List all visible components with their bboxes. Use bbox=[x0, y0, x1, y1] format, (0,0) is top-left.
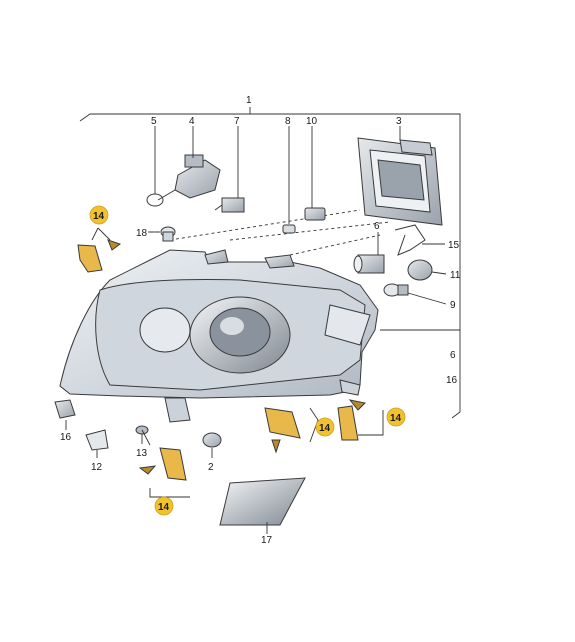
bracket-part-14-lower-left bbox=[138, 447, 187, 481]
badge-14-right-label: 14 bbox=[390, 413, 402, 424]
callout-5: 5 bbox=[151, 116, 157, 127]
socket-part-10 bbox=[304, 207, 326, 221]
callout-9: 9 bbox=[450, 300, 456, 311]
badge-14-right: 14 bbox=[386, 407, 406, 427]
badge-14-upper-left: 14 bbox=[89, 205, 109, 225]
clip-part-12 bbox=[85, 429, 109, 451]
callout-17: 17 bbox=[261, 535, 273, 546]
callout-18: 18 bbox=[136, 228, 148, 239]
callout-12: 12 bbox=[91, 462, 103, 473]
main-bulb-part-6 bbox=[353, 254, 385, 274]
cap-part-16 bbox=[54, 399, 76, 419]
callout-4: 4 bbox=[189, 116, 195, 127]
callout-7: 7 bbox=[234, 116, 240, 127]
screw-part-13 bbox=[135, 425, 151, 446]
badge-14-lower-left-label: 14 bbox=[158, 502, 170, 513]
badge-14-center-label: 14 bbox=[319, 423, 331, 434]
callout-15: 15 bbox=[448, 240, 460, 251]
seal-ring-part-5 bbox=[146, 193, 164, 207]
spring-clip-part-15 bbox=[394, 224, 426, 256]
grommet-part-2 bbox=[202, 432, 222, 448]
assembly-bracket-lines bbox=[79, 107, 461, 419]
badge-14-upper-left-label: 14 bbox=[93, 211, 105, 222]
actuator-part-4 bbox=[157, 154, 221, 201]
callout-8: 8 bbox=[285, 116, 291, 127]
bracket-part-14-right bbox=[337, 399, 367, 441]
plug-part-18 bbox=[160, 226, 176, 242]
bulb-part-8 bbox=[282, 224, 296, 234]
bracket-part-14-center bbox=[264, 407, 301, 454]
badge-14-center: 14 bbox=[315, 417, 335, 437]
callout-6-upper: 6 bbox=[374, 221, 380, 232]
callout-16-left: 16 bbox=[60, 432, 72, 443]
callout-13: 13 bbox=[136, 448, 148, 459]
leader-lines bbox=[65, 126, 447, 534]
projector-lens bbox=[139, 296, 291, 374]
callout-1: 1 bbox=[246, 95, 252, 106]
control-unit-part-3 bbox=[357, 137, 443, 226]
badge-14-lower-left: 14 bbox=[154, 496, 174, 516]
callout-10: 10 bbox=[306, 116, 318, 127]
callout-6-right: 6 bbox=[450, 350, 456, 361]
cover-plate-part-17 bbox=[219, 477, 306, 526]
callout-3: 3 bbox=[396, 116, 402, 127]
assembly-dashed-lines bbox=[150, 209, 391, 256]
cap-part-11 bbox=[407, 259, 433, 281]
callout-16-right: 16 bbox=[446, 375, 458, 386]
bulb-part-9 bbox=[383, 283, 409, 297]
bracket-part-14-upper-left bbox=[77, 239, 122, 273]
callout-11: 11 bbox=[450, 270, 461, 281]
callout-2: 2 bbox=[208, 462, 214, 473]
bulb-holder-part-7 bbox=[214, 197, 245, 213]
